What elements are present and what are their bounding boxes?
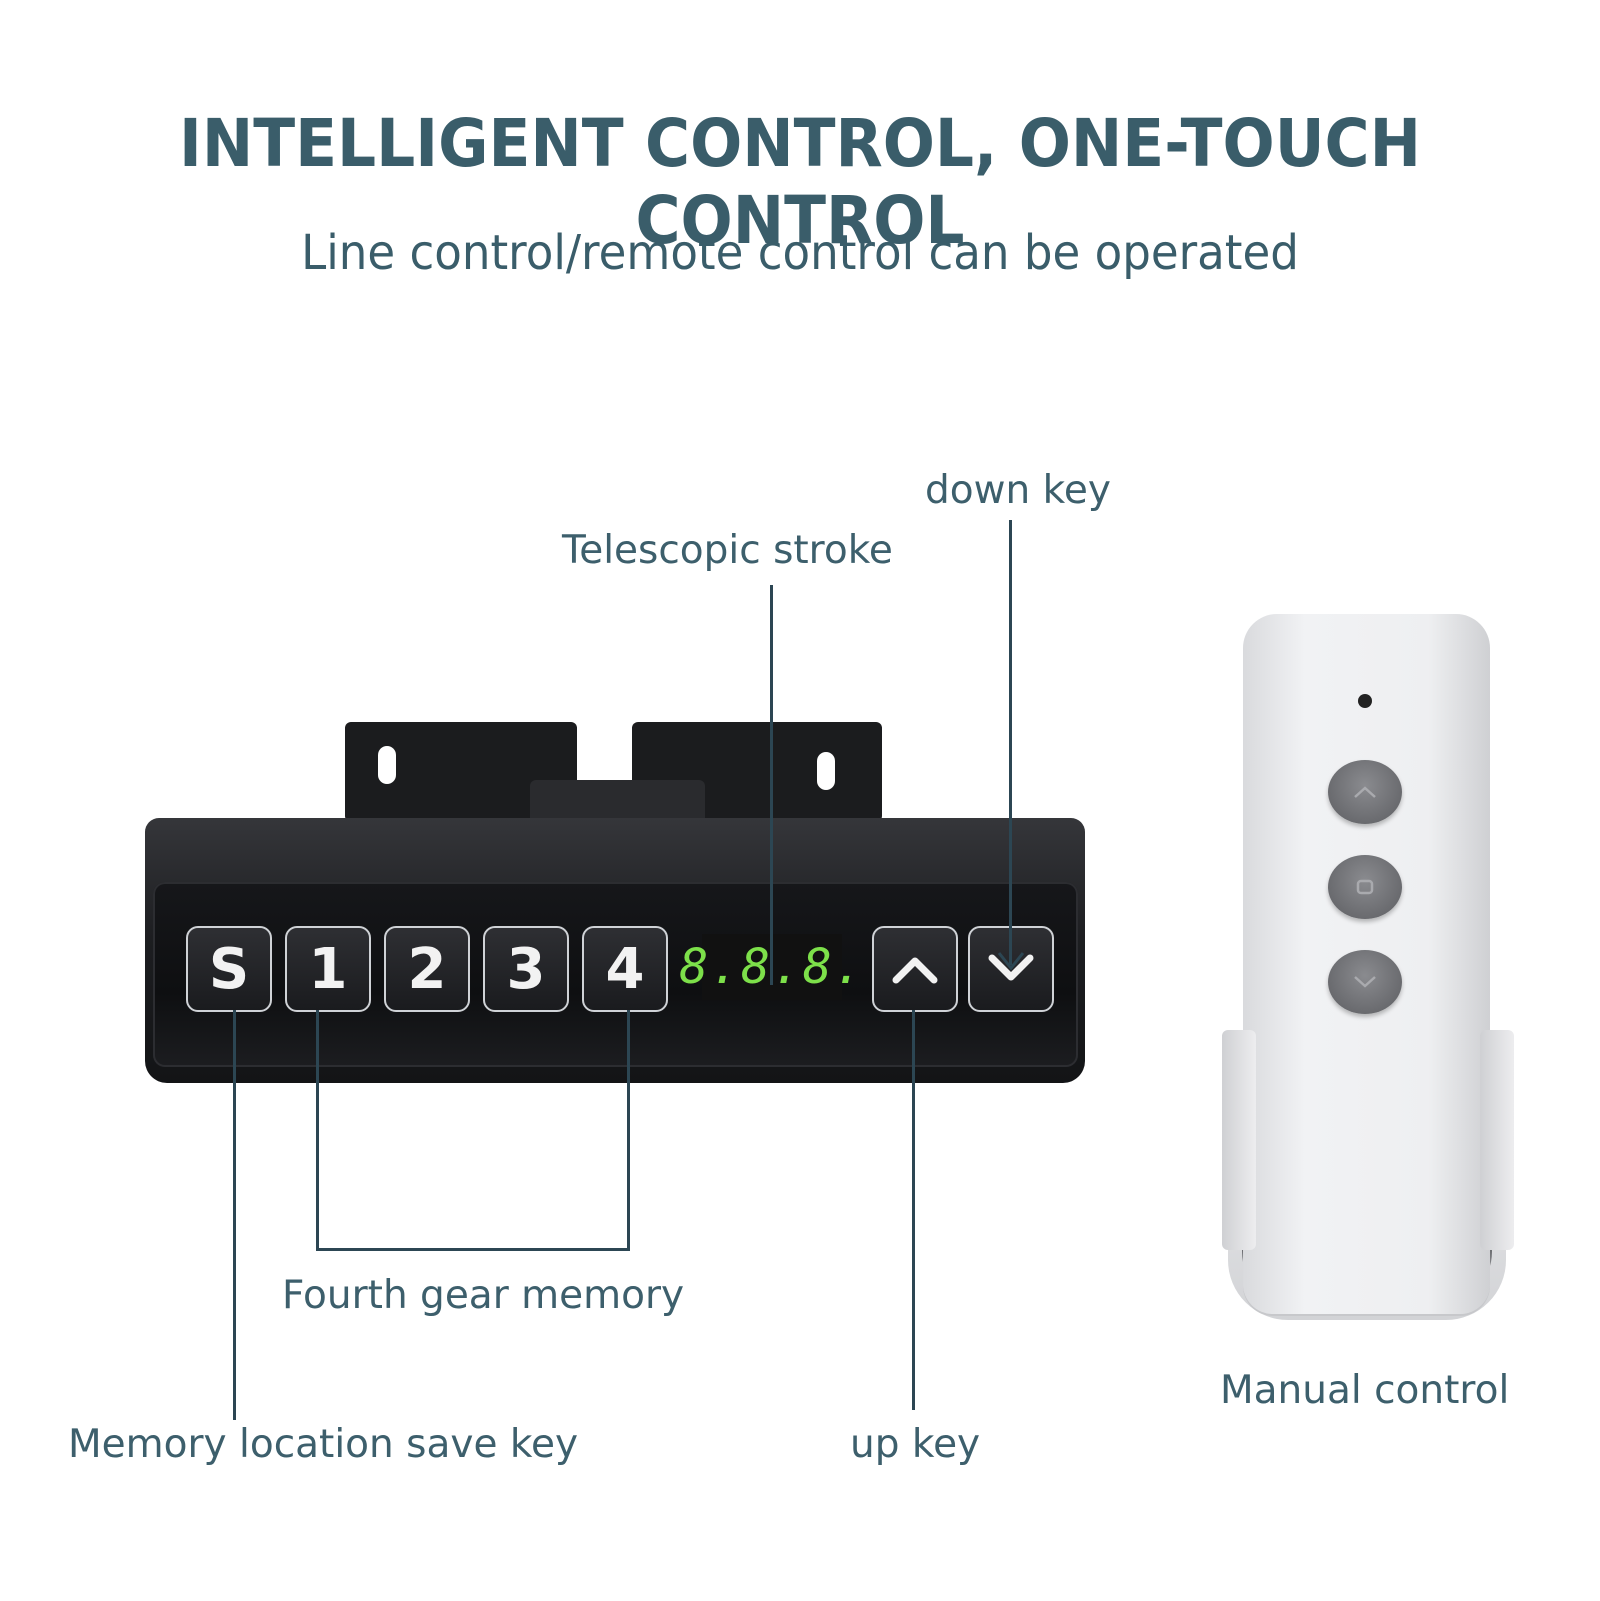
label-down-key: down key [925,468,1111,513]
callout-line-down-key [1009,520,1012,965]
memory-key-1[interactable]: 1 [285,926,371,1012]
stop-icon [1356,879,1374,895]
chevron-up-icon [892,957,938,984]
callout-line-key-1 [316,1010,319,1250]
label-manual-control: Manual control [1220,1368,1510,1413]
remote-indicator-led [1358,694,1372,708]
callout-line-save-key [233,1010,236,1420]
up-key[interactable] [872,926,958,1012]
memory-save-key-s[interactable]: S [186,926,272,1012]
callout-arrow-down-key [997,952,1025,971]
remote-holder-clip-right [1480,1030,1514,1250]
remote-down-button[interactable] [1328,950,1402,1014]
memory-key-3[interactable]: 3 [483,926,569,1012]
chevron-down-icon [1354,976,1376,988]
bracket-slot-left [378,746,396,784]
memory-key-2[interactable]: 2 [384,926,470,1012]
callout-line-up-key [912,1010,915,1410]
label-telescopic-stroke: Telescopic stroke [562,528,893,573]
callout-line-key-4 [627,1010,630,1250]
height-display: 8.8.8. [679,934,863,1000]
bracket-slot-right [817,752,835,790]
remote-up-button[interactable] [1328,760,1402,824]
label-up-key: up key [850,1422,981,1467]
callout-bracket-memory [316,1248,630,1251]
headline: INTELLIGENT CONTROL, ONE-TOUCH CONTROL [179,105,1421,259]
remote-stop-button[interactable] [1328,855,1402,919]
memory-key-4[interactable]: 4 [582,926,668,1012]
label-memory-save-key: Memory location save key [68,1422,579,1467]
remote-holder-clip-left [1222,1030,1256,1250]
chevron-up-icon [1354,786,1376,798]
chevron-down-icon [988,954,1034,981]
label-fourth-gear-memory: Fourth gear memory [282,1273,685,1318]
subheadline: Line control/remote control can be opera… [301,225,1299,281]
callout-line-telescopic [770,585,773,985]
